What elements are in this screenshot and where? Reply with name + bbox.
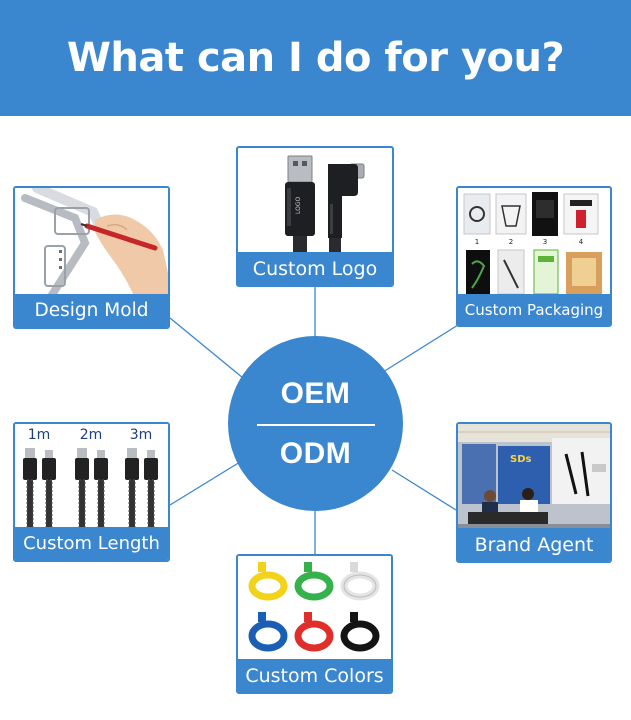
connector-line	[169, 461, 241, 506]
cable-lengths-image: 1m 2m 3m	[15, 424, 168, 531]
packaging-number: 2	[509, 238, 513, 246]
custom-length-label: Custom Length	[15, 527, 168, 560]
packaging-samples-image: 1 2 3 4	[458, 188, 610, 298]
page-title: What can I do for you?	[66, 35, 565, 81]
custom-colors-card: Custom Colors	[236, 554, 393, 694]
connector-line	[391, 469, 457, 511]
svg-text:LOGO: LOGO	[295, 196, 302, 214]
length-label-1m: 1m	[28, 427, 51, 443]
custom-logo-card: LOGO Custom Logo	[236, 146, 394, 287]
custom-logo-label: Custom Logo	[238, 252, 392, 285]
design-mold-card: Design Mold	[13, 186, 170, 329]
design-mold-label: Design Mold	[15, 294, 168, 327]
connector-line	[169, 317, 244, 379]
custom-packaging-label: Custom Packaging	[458, 294, 610, 325]
custom-length-card: 1m 2m 3m Custom Length	[13, 422, 170, 562]
header-banner: What can I do for you?	[0, 0, 631, 116]
packaging-number: 1	[475, 238, 479, 246]
brand-agent-card: SDs Brand Agent	[456, 422, 612, 563]
svg-text:SDs: SDs	[510, 454, 532, 465]
trade-show-booth-image: SDs	[458, 424, 610, 532]
design-mold-image	[15, 188, 168, 298]
packaging-number: 4	[579, 238, 584, 246]
custom-colors-label: Custom Colors	[238, 659, 391, 692]
brand-agent-label: Brand Agent	[458, 528, 610, 561]
oem-odm-hub: OEM ODM	[229, 337, 402, 510]
colored-cables-image	[238, 556, 391, 663]
connector-line	[382, 324, 459, 373]
hub-oem-text: OEM	[280, 376, 351, 410]
usb-cable-image: LOGO	[285, 155, 365, 256]
hub-divider	[256, 423, 375, 426]
custom-packaging-card: 1 2 3 4 Custom Packaging	[456, 186, 612, 327]
length-label-2m: 2m	[80, 427, 103, 443]
packaging-number: 3	[543, 238, 547, 246]
length-label-3m: 3m	[130, 427, 153, 443]
hub-odm-text: ODM	[279, 436, 352, 470]
